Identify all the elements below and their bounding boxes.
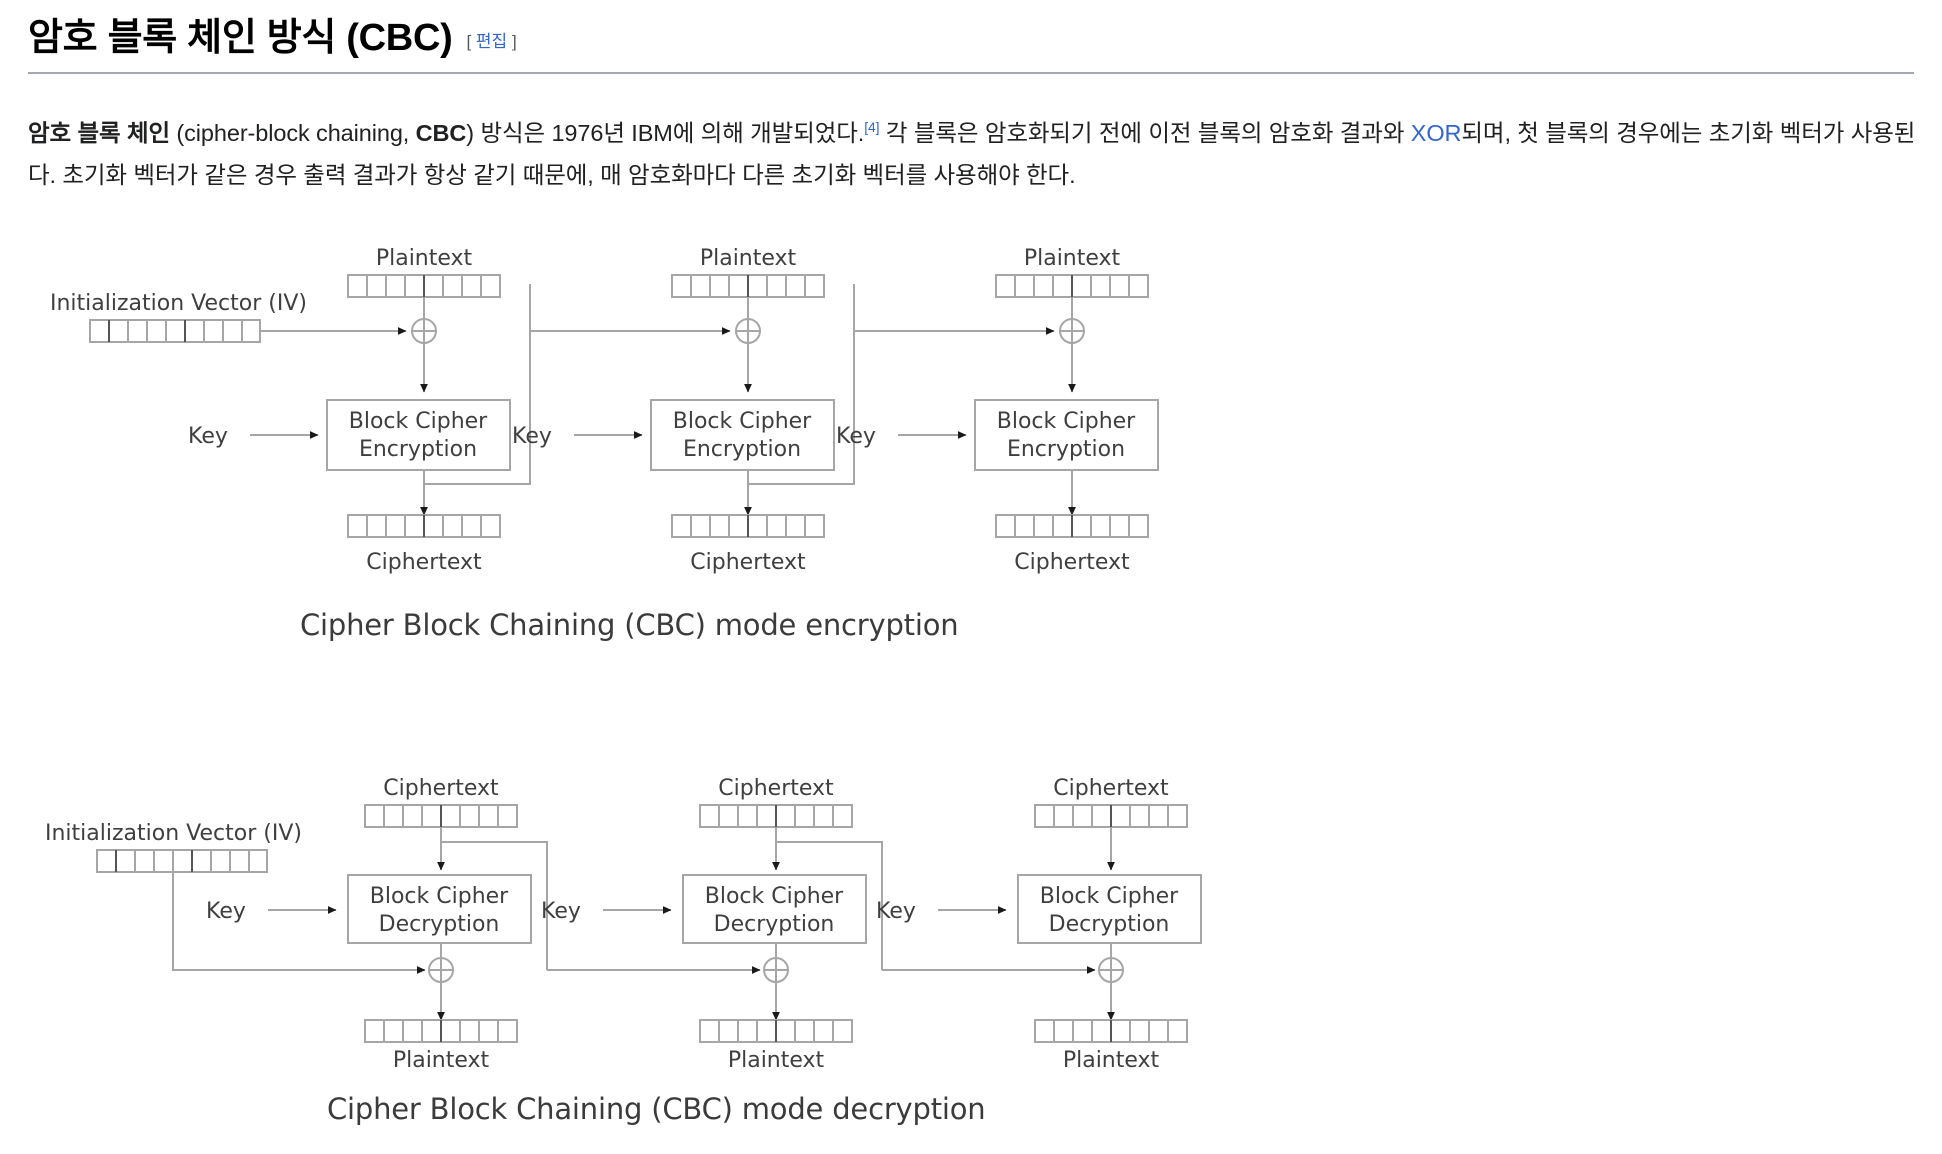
reference-marker[interactable]: [4]	[864, 119, 879, 135]
plaintext-label-dec-3: Plaintext	[1063, 1048, 1160, 1073]
cipher-box-dec-2	[682, 874, 867, 944]
xor-link[interactable]: XOR	[1410, 119, 1462, 146]
xor-gate-1	[411, 318, 437, 344]
plaintext-label-enc-2: Plaintext	[700, 246, 797, 271]
xor-gate-3	[1059, 318, 1085, 344]
plaintext-bytes-dec-1	[364, 1019, 518, 1043]
cipher-label-dec-1a: Block Cipher	[370, 884, 509, 909]
cipher-label-dec-3a: Block Cipher	[1040, 884, 1179, 909]
encryption-caption: Cipher Block Chaining (CBC) mode encrypt…	[300, 608, 959, 642]
plaintext-bytes-dec-2	[699, 1019, 853, 1043]
plaintext-label-dec-1: Plaintext	[393, 1048, 490, 1073]
iv-label-dec: Initialization Vector (IV)	[45, 821, 302, 846]
cipher-label-dec-2b: Decryption	[714, 912, 835, 937]
edit-bracket-open: [	[466, 32, 472, 51]
ciphertext-label-enc-3: Ciphertext	[1014, 550, 1130, 575]
plaintext-bytes-1	[347, 274, 501, 298]
intro-paragraph: 암호 블록 체인 (cipher-block chaining, CBC) 방식…	[28, 112, 1916, 196]
ciphertext-label-dec-1: Ciphertext	[383, 776, 499, 801]
plaintext-bytes-dec-3	[1034, 1019, 1188, 1043]
ciphertext-label-enc-2: Ciphertext	[690, 550, 806, 575]
ciphertext-bytes-2	[671, 514, 825, 538]
paragraph-part-2: ) 방식은 1976년 IBM에 의해 개발되었다.	[466, 119, 865, 146]
edit-section-link[interactable]: 편집	[475, 32, 508, 51]
cbc-decryption-diagram: Initialization Vector (IV) Ciphertext Ci…	[0, 762, 1300, 1092]
cipher-label-enc-2b: Encryption	[683, 437, 801, 462]
cipher-label-dec-1b: Decryption	[379, 912, 500, 937]
ciphertext-bytes-dec-3	[1034, 804, 1188, 828]
ciphertext-bytes-3	[995, 514, 1149, 538]
cipher-box-3	[974, 399, 1159, 471]
cipher-label-dec-3b: Decryption	[1049, 912, 1170, 937]
key-label-dec-1: Key	[206, 899, 246, 924]
plaintext-label-enc-3: Plaintext	[1024, 246, 1121, 271]
cipher-label-enc-3b: Encryption	[1007, 437, 1125, 462]
term-bold-korean: 암호 블록 체인	[28, 119, 170, 146]
cipher-box-1	[326, 399, 511, 471]
edit-section-link-wrapper: [ 편집 ]	[466, 27, 516, 52]
plaintext-bytes-2	[671, 274, 825, 298]
cipher-box-2	[650, 399, 835, 471]
decryption-caption: Cipher Block Chaining (CBC) mode decrypt…	[327, 1092, 986, 1126]
key-label-enc-2: Key	[512, 424, 552, 449]
plaintext-label-enc-1: Plaintext	[376, 246, 473, 271]
paragraph-part-3: 각 블록은 암호화되기 전에 이전 블록의 암호화 결과와	[879, 119, 1411, 146]
ciphertext-bytes-1	[347, 514, 501, 538]
ciphertext-label-dec-3: Ciphertext	[1053, 776, 1169, 801]
cipher-label-enc-2a: Block Cipher	[673, 409, 812, 434]
reference-link[interactable]: [4]	[864, 118, 880, 135]
edit-bracket-close: ]	[511, 32, 517, 51]
term-bold-abbr: CBC	[415, 119, 467, 146]
paragraph-part-4: 되며, 첫 블록의 경우에는 초기화 벡터가 사용된다. 초기화 벡터가 같은 …	[28, 119, 1916, 188]
cipher-label-enc-3a: Block Cipher	[997, 409, 1136, 434]
ciphertext-label-dec-2: Ciphertext	[718, 776, 834, 801]
plaintext-bytes-3	[995, 274, 1149, 298]
xor-gate-2	[735, 318, 761, 344]
section-heading: 암호 블록 체인 방식 (CBC) [ 편집 ]	[28, 17, 1918, 60]
xor-gate-dec-3	[1098, 957, 1124, 983]
ciphertext-bytes-dec-2	[699, 804, 853, 828]
key-label-enc-1: Key	[188, 424, 228, 449]
decryption-svg: Initialization Vector (IV) Ciphertext Ci…	[45, 776, 1202, 1073]
cipher-label-enc-1a: Block Cipher	[349, 409, 488, 434]
iv-bytes-enc	[89, 319, 261, 343]
ciphertext-bytes-dec-1	[364, 804, 518, 828]
iv-label-enc: Initialization Vector (IV)	[50, 291, 307, 316]
page-title: 암호 블록 체인 방식 (CBC)	[28, 17, 453, 59]
ciphertext-label-enc-1: Ciphertext	[366, 550, 482, 575]
xor-gate-dec-2	[763, 957, 789, 983]
cipher-label-dec-2a: Block Cipher	[705, 884, 844, 909]
plaintext-label-dec-2: Plaintext	[728, 1048, 825, 1073]
iv-bytes-dec	[96, 849, 268, 873]
cipher-box-dec-1	[347, 874, 532, 944]
key-label-enc-3: Key	[836, 424, 876, 449]
paragraph-part-1: (cipher-block chaining,	[169, 119, 416, 146]
cipher-label-enc-1b: Encryption	[359, 437, 477, 462]
heading-divider	[28, 72, 1914, 74]
cbc-encryption-diagram: Plaintext Plaintext Plaintext Initializa…	[0, 232, 1300, 587]
key-label-dec-2: Key	[541, 899, 581, 924]
encryption-svg: Plaintext Plaintext Plaintext Initializa…	[50, 246, 1159, 575]
cipher-box-dec-3	[1017, 874, 1202, 944]
xor-gate-dec-1	[428, 957, 454, 983]
key-label-dec-3: Key	[876, 899, 916, 924]
